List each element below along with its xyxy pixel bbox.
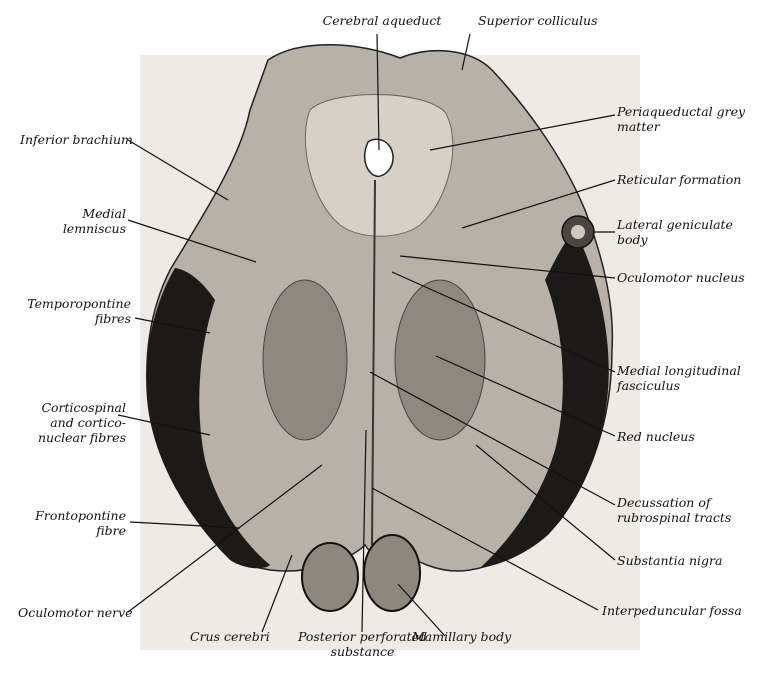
label-red-nucleus: Red nucleus — [617, 429, 695, 444]
label-temporopontine: Temporopontine fibres — [10, 296, 131, 326]
label-periaqueductal-grey: Periaqueductal grey matter — [617, 104, 745, 134]
label-frontopontine: Frontopontine fibre — [18, 508, 126, 538]
label-interpeduncular-fossa: Interpeduncular fossa — [602, 603, 742, 618]
label-decussation: Decussation of rubrospinal tracts — [617, 495, 731, 525]
label-oculomotor-nerve: Oculomotor nerve — [18, 605, 133, 620]
label-reticular-formation: Reticular formation — [617, 172, 741, 187]
label-crus-cerebri: Crus cerebri — [190, 629, 270, 644]
label-medial-longitudinal: Medial longitudinal fasciculus — [617, 363, 741, 393]
label-substantia-nigra: Substantia nigra — [617, 553, 722, 568]
mamillary-body-left — [302, 543, 358, 611]
red-nucleus-left — [263, 280, 347, 440]
label-corticospinal: Corticospinal and cortico- nuclear fibre… — [10, 400, 126, 445]
red-nucleus-right — [395, 280, 485, 440]
label-medial-lemniscus: Medial lemniscus — [10, 206, 126, 236]
label-superior-colliculus: Superior colliculus — [478, 13, 598, 28]
label-posterior-perforated: Posterior perforated substance — [290, 629, 435, 659]
label-lateral-geniculate: Lateral geniculate body — [617, 217, 733, 247]
lateral-geniculate-core — [571, 225, 585, 239]
label-oculomotor-nucleus: Oculomotor nucleus — [617, 270, 745, 285]
label-inferior-brachium: Inferior brachium — [20, 132, 133, 147]
label-cerebral-aqueduct: Cerebral aqueduct — [312, 13, 452, 28]
